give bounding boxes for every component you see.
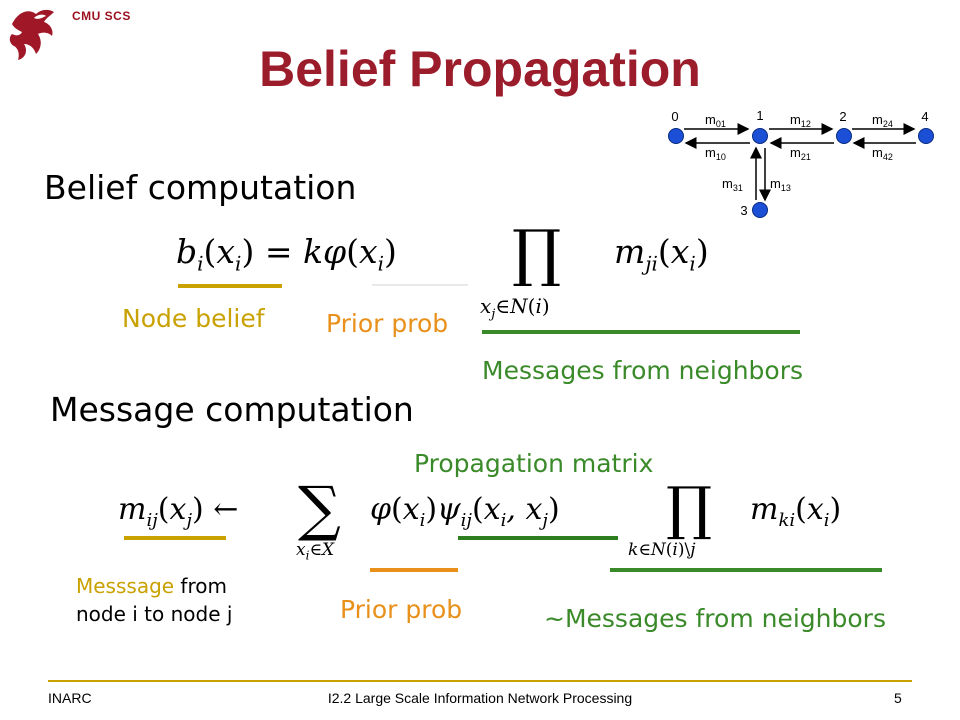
product-symbol: ∏ (512, 216, 562, 289)
message-graph-diagram: 0 1 2 4 3 m01 m10 m12 m21 m24 m42 m31 m1… (668, 108, 934, 218)
prior-prob-label-1: Prior prob (326, 309, 449, 338)
message-computation-heading: Message computation (50, 390, 414, 429)
product-index: xj∈N(i) (480, 294, 550, 322)
prior-prob-underline-2 (370, 568, 458, 572)
sum-symbol: ∑ (298, 474, 341, 544)
node-label-1: 1 (756, 108, 763, 123)
messages-underline-1 (482, 330, 800, 334)
graph-node-2 (836, 128, 852, 144)
product-index-2: k∈N(i)\j (628, 540, 696, 560)
message-underline (124, 536, 226, 540)
node-label-0: 0 (671, 109, 678, 124)
message-word: Messsage (76, 574, 175, 598)
node-label-2: 2 (839, 109, 846, 124)
propagation-matrix-underline (458, 536, 618, 540)
edge-label-m21: m21 (790, 145, 811, 162)
belief-computation-heading: Belief computation (44, 168, 357, 207)
node-label-3: 3 (740, 203, 747, 218)
graph-node-3 (752, 202, 768, 218)
graph-node-0 (668, 128, 684, 144)
edge-label-m13: m13 (770, 176, 791, 193)
sum-index: xi∈X (296, 540, 335, 563)
prior-prob-label-2: Prior prob (340, 595, 463, 624)
messages-neighbors-label-1: Messages from neighbors (482, 356, 804, 385)
message-from-word: from (174, 574, 227, 598)
message-prior-psi-term: φ(xi)ψij(xi, xj) (370, 492, 560, 531)
node-label-4: 4 (921, 109, 928, 124)
edge-label-m10: m10 (705, 145, 726, 162)
node-belief-label: Node belief (122, 304, 265, 333)
product-symbol-2: ∏ (666, 474, 713, 542)
messages-underline-2 (610, 568, 882, 572)
message-neighbors-term: mki(xi) (750, 492, 842, 531)
message-from-line2: node i to node j (76, 602, 233, 626)
prior-prob-underline-faint (372, 284, 468, 286)
edge-label-m42: m42 (872, 145, 893, 162)
footer-left: INARC (48, 690, 92, 706)
message-lhs-formula: mij(xj) ← (118, 492, 239, 531)
slide-title: Belief Propagation (259, 41, 701, 97)
dragon-logo-icon (9, 9, 54, 60)
belief-messages-term: mji(xi) (614, 232, 709, 276)
propagation-matrix-label: Propagation matrix (414, 449, 654, 478)
edge-label-m31: m31 (722, 176, 743, 193)
messages-neighbors-label-2: ~Messages from neighbors (544, 604, 886, 633)
message-from-label: Messsage from node i to node j (76, 572, 232, 628)
edge-label-m12: m12 (790, 112, 811, 129)
page-number: 5 (894, 690, 902, 706)
footer-divider (48, 680, 912, 682)
cmu-scs-label: CMU SCS (72, 9, 131, 23)
belief-lhs-formula: bi(xi) = kφ(xi) (176, 232, 397, 276)
node-belief-underline (178, 284, 282, 288)
footer-center: I2.2 Large Scale Information Network Pro… (327, 690, 633, 706)
edge-label-m24: m24 (872, 112, 893, 129)
graph-node-1 (752, 128, 768, 144)
graph-node-4 (918, 128, 934, 144)
edge-label-m01: m01 (705, 112, 726, 129)
